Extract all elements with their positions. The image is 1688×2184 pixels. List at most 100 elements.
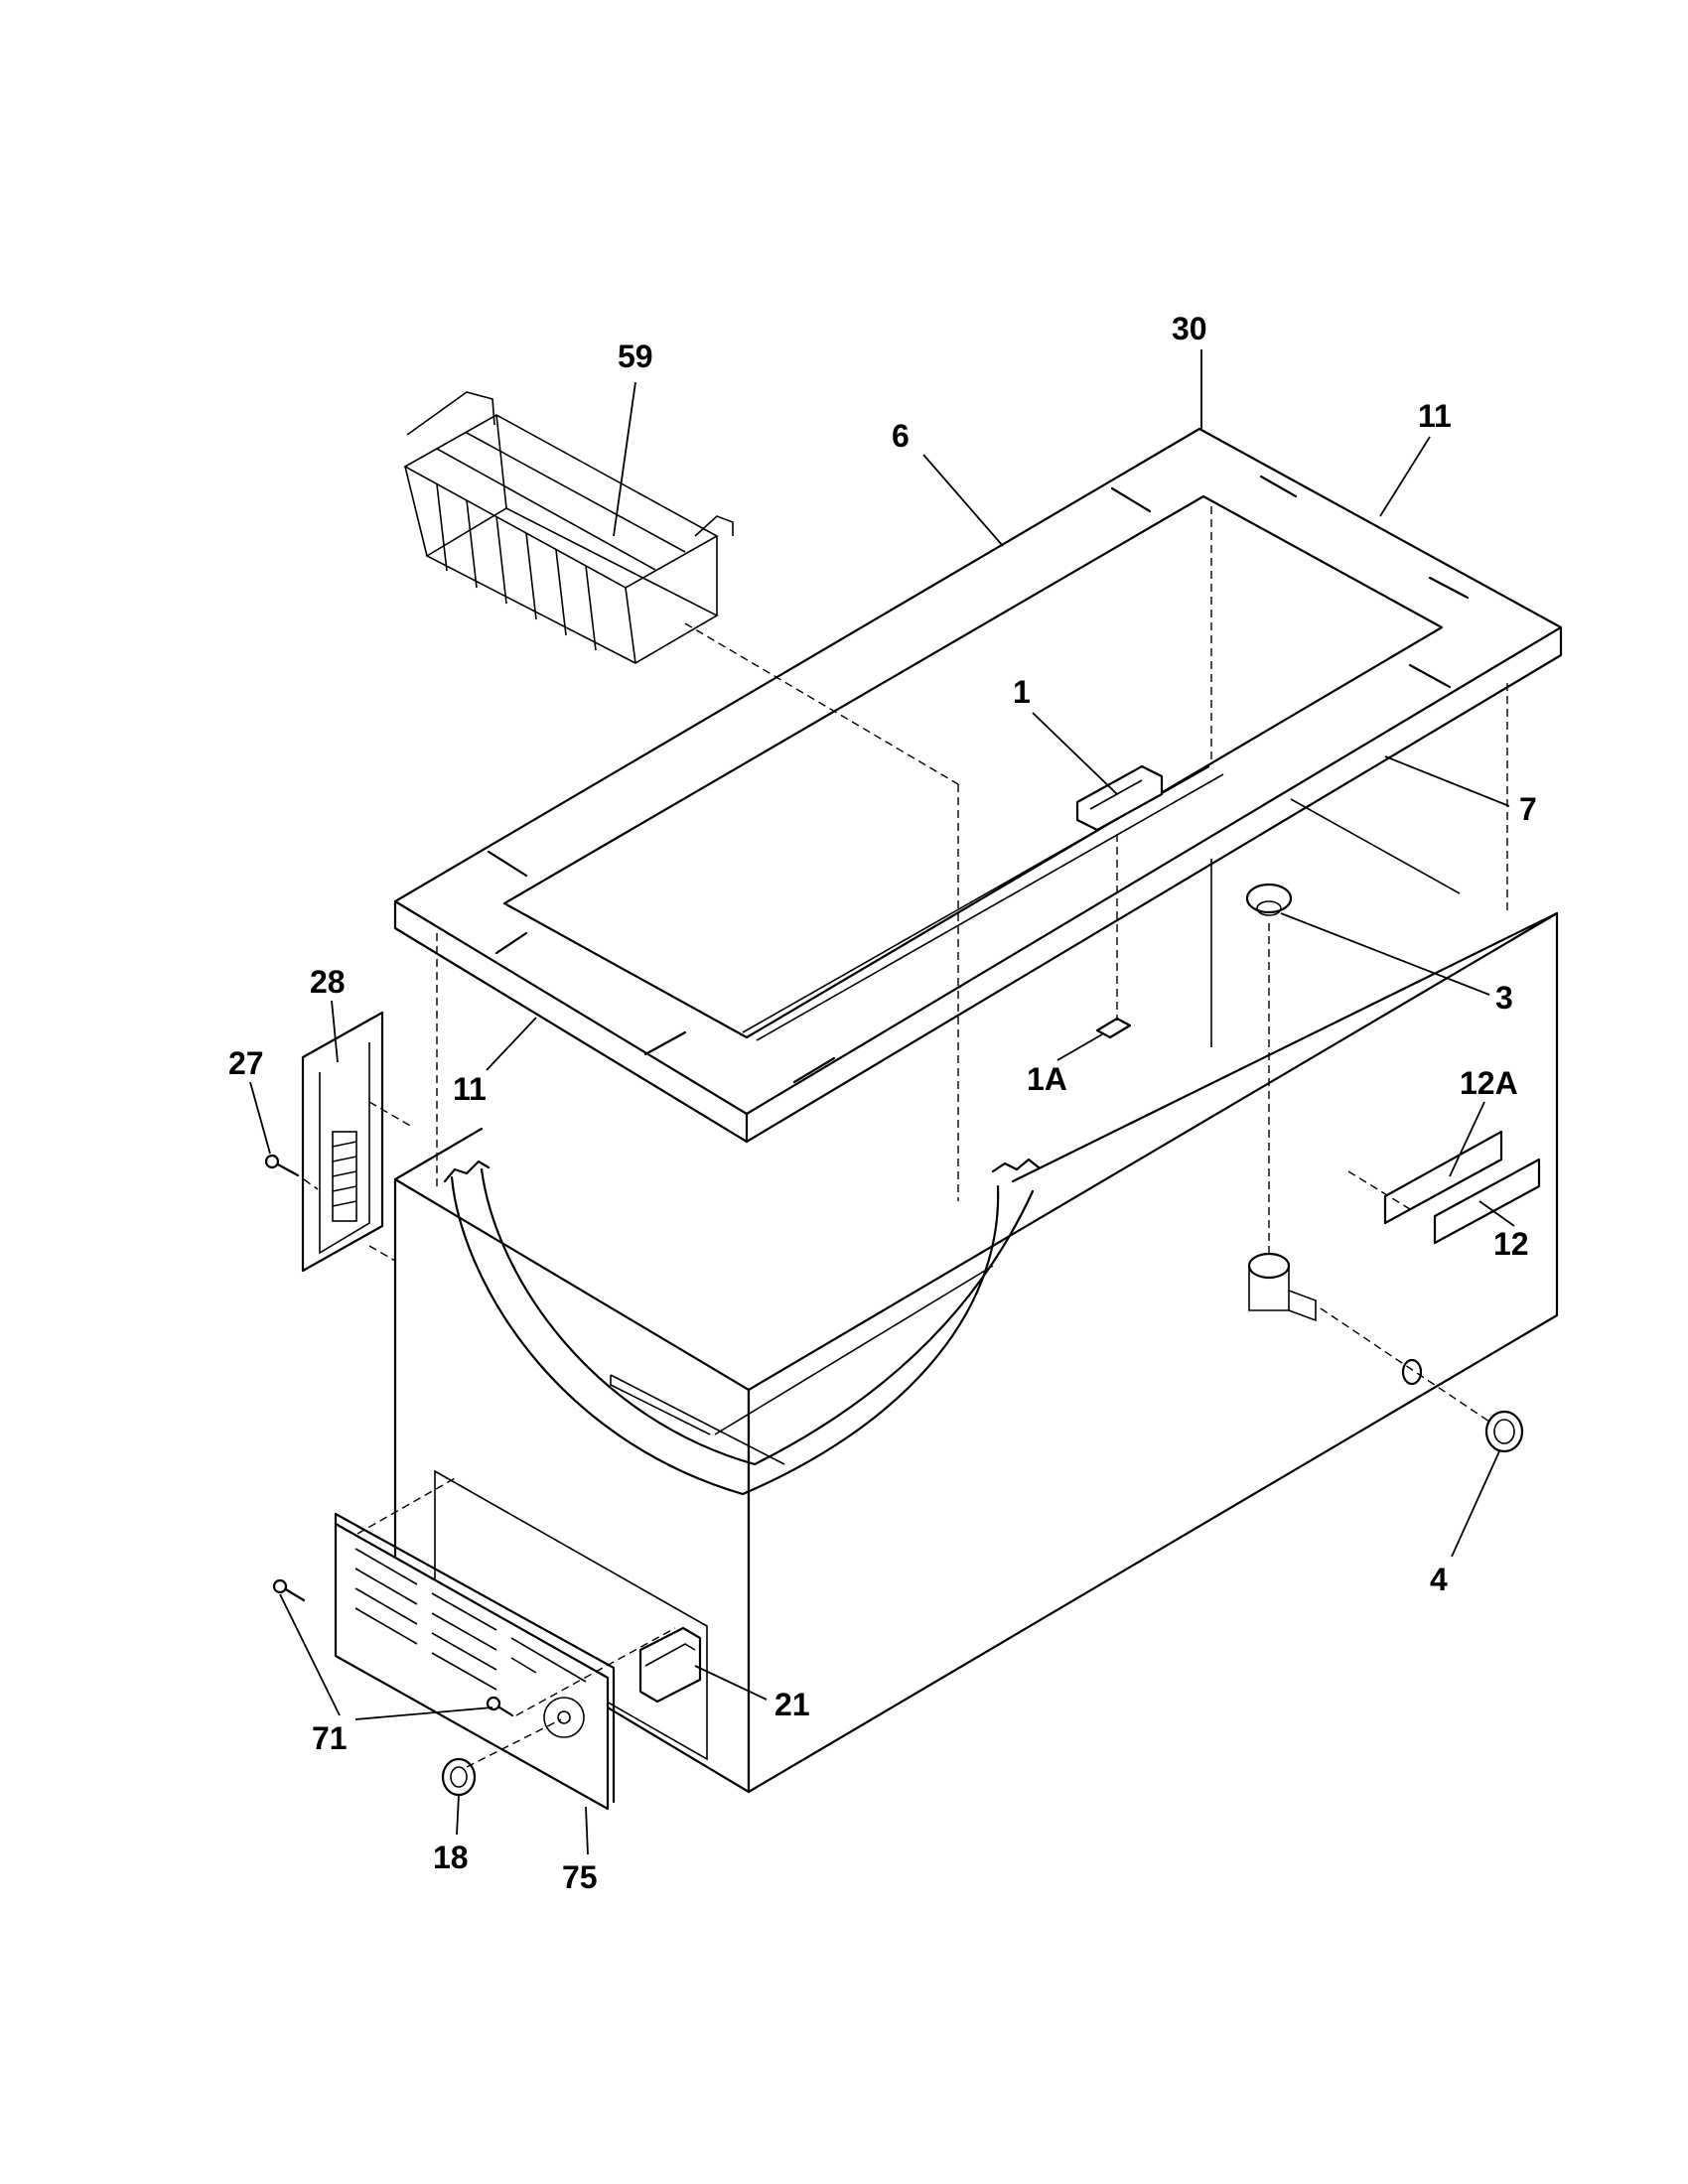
callout-11-left: 11: [453, 1071, 487, 1107]
label-12A: [1383, 1130, 1503, 1225]
center-divider-2: [756, 773, 1224, 1041]
leader-12: [1478, 1200, 1515, 1227]
basket-post-2: [625, 587, 636, 664]
basket-handle-right: [694, 515, 734, 537]
grille-screw-2: [486, 1696, 514, 1717]
drain-tube-outlet: [1288, 1290, 1317, 1322]
basket-wire: [466, 499, 478, 589]
leader-21: [694, 1665, 768, 1701]
basket-wire: [436, 483, 448, 572]
joint-left-corner-a: [487, 850, 528, 878]
assembly-line: [1320, 1307, 1490, 1423]
grille-slot: [431, 1652, 497, 1691]
callout-28: 28: [310, 964, 346, 1000]
drain-tube-body: [1248, 1266, 1290, 1311]
grille-screw-1: [272, 1578, 306, 1602]
drain-cap-outer: [1484, 1410, 1524, 1453]
hinge-bracket: [319, 1042, 370, 1255]
callout-7: 7: [1519, 791, 1537, 827]
panel-recess: [434, 1469, 708, 1761]
grommet: [1401, 1358, 1423, 1386]
drain-cap: [1484, 1410, 1524, 1453]
callout-3: 3: [1495, 980, 1513, 1016]
assembly-line: [515, 1627, 676, 1716]
assembly-line: [466, 1718, 562, 1768]
basket-handle-left: [406, 391, 495, 436]
hinge-coil: [332, 1200, 357, 1207]
basket-post-4: [495, 414, 507, 509]
screw-shank: [282, 1586, 306, 1602]
plug-stem: [1256, 900, 1282, 916]
screw-head: [486, 1696, 501, 1711]
callout-30: 30: [1172, 311, 1207, 346]
grille-slot: [354, 1607, 418, 1645]
leader-18: [456, 1794, 460, 1836]
callout-21: 21: [774, 1687, 810, 1722]
control-bracket: [644, 1643, 696, 1667]
leader-11-left: [486, 1017, 537, 1071]
basket-wire: [436, 448, 656, 571]
wire-basket: [403, 391, 734, 664]
joint-top-corner-b: [1259, 475, 1298, 498]
callout-12: 12: [1493, 1226, 1529, 1262]
basket-wire: [525, 532, 537, 620]
liner-side: [714, 1265, 994, 1435]
drain-plug-top: [1245, 883, 1293, 916]
leader-12A: [1449, 1101, 1485, 1177]
grille-slot: [510, 1657, 537, 1674]
callout-4: 4: [1430, 1562, 1448, 1597]
basket-wire: [495, 515, 507, 605]
basket-wire: [555, 549, 567, 636]
knob-inner: [450, 1766, 468, 1788]
grille-slot: [431, 1592, 497, 1631]
hinge-coil: [332, 1141, 357, 1148]
control-body: [638, 1626, 702, 1704]
callout-1A: 1A: [1027, 1061, 1067, 1097]
break-left: [443, 1160, 491, 1183]
basket-post-1: [404, 466, 428, 557]
drain-cap-inner: [1493, 1419, 1515, 1444]
liner-step: [610, 1375, 711, 1435]
cabinet-side-face: [747, 911, 1559, 1794]
screw-shank: [274, 1161, 300, 1177]
leader-59: [613, 381, 636, 537]
cutaway-inner: [480, 1167, 757, 1466]
grille-knob-center: [557, 1710, 571, 1724]
basket-wire: [466, 432, 686, 553]
liner-floor: [610, 1374, 785, 1465]
hinge-screw: [264, 1154, 300, 1177]
cutaway-inner-right: [753, 1189, 1035, 1466]
callout-6: 6: [892, 418, 910, 454]
drain-tube-top: [1247, 1252, 1291, 1280]
frame-front-thickness: [393, 899, 749, 1144]
joint-front-a: [643, 1030, 687, 1056]
joint-right-corner-b: [1408, 663, 1452, 689]
grille-panel: [334, 1522, 610, 1811]
cabinet-top-rim-front: [393, 1127, 484, 1181]
callout-27: 27: [228, 1045, 264, 1081]
label-12: [1433, 1158, 1541, 1245]
control-knob: [441, 1757, 477, 1797]
callouts: 59 30 11 6 1 7 3 28 27 11 1A 12A 12 4 21…: [228, 311, 1537, 1895]
callout-18: 18: [433, 1840, 469, 1875]
lid-latch: [1075, 764, 1164, 832]
hinge-plate: [301, 1011, 384, 1273]
callout-11-top: 11: [1418, 398, 1452, 434]
basket-top: [403, 414, 719, 589]
grille-slot: [354, 1568, 418, 1605]
hinge: [301, 1011, 384, 1273]
leader-3: [1280, 912, 1490, 996]
plug-cap: [1245, 883, 1293, 914]
drain-tube: [1247, 1252, 1317, 1322]
hinge-coil: [332, 1156, 357, 1162]
breaker-frame: [393, 427, 1563, 1144]
leader-lines: [249, 349, 1515, 1855]
assembly-line: [368, 1101, 413, 1128]
callout-12A: 12A: [1460, 1065, 1518, 1101]
cutaway-outer: [450, 1175, 745, 1496]
leader-6: [922, 454, 1004, 547]
temperature-control: [638, 1626, 702, 1704]
joint-front-b: [792, 1056, 836, 1084]
grille-knob-ring: [543, 1697, 585, 1738]
leader-7: [1384, 755, 1510, 807]
